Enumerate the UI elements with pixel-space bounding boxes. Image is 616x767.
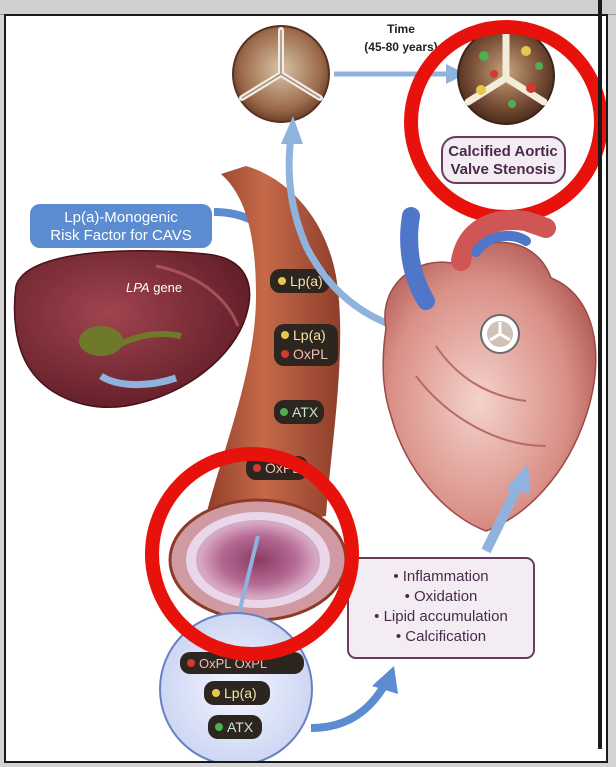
risk-label-line1: Lp(a)-Monogenic	[64, 209, 178, 226]
process-item: • Calcification	[396, 628, 486, 645]
calcified-label-box: Calcified Aortic Valve Stenosis	[442, 137, 565, 183]
figure-frame: Time (45-80 years) Calcified Aortic Valv…	[4, 14, 608, 763]
gene-label: LPA gene	[126, 280, 182, 295]
vessel-label-lpa-oxpl: Lp(a) OxPL	[274, 324, 338, 366]
process-item: • Oxidation	[405, 588, 478, 605]
liver-image	[15, 251, 250, 408]
time-range-label: (45-80 years)	[364, 40, 437, 54]
circle-to-process-arrow	[311, 666, 398, 728]
healthy-valve-image	[233, 26, 329, 122]
illustration: Time (45-80 years) Calcified Aortic Valv…	[6, 16, 606, 761]
risk-factor-label-box: Lp(a)-Monogenic Risk Factor for CAVS	[30, 204, 212, 248]
svg-text:OxPL: OxPL	[293, 346, 328, 362]
calcified-valve-image	[458, 28, 554, 124]
risk-label-line2: Risk Factor for CAVS	[50, 227, 191, 244]
process-item: • Inflammation	[393, 568, 488, 585]
svg-text:Lp(a): Lp(a)	[290, 273, 323, 289]
process-item: • Lipid accumulation	[374, 608, 508, 625]
top-strip	[0, 0, 616, 15]
calcified-label-line2: Valve Stenosis	[450, 161, 555, 178]
time-arrow	[334, 64, 466, 84]
circle-atx-label: ATX	[227, 719, 254, 735]
svg-text:ATX: ATX	[292, 404, 319, 420]
time-label: Time	[387, 22, 415, 36]
process-box: • Inflammation • Oxidation • Lipid accum…	[348, 558, 534, 658]
vessel-label-atx: ATX	[274, 400, 324, 424]
heart-image	[383, 216, 596, 531]
right-border-bar	[598, 0, 602, 749]
calcified-label-line1: Calcified Aortic	[448, 143, 557, 160]
svg-text:Lp(a): Lp(a)	[293, 327, 326, 343]
circle-lpa-label: Lp(a)	[224, 685, 257, 701]
